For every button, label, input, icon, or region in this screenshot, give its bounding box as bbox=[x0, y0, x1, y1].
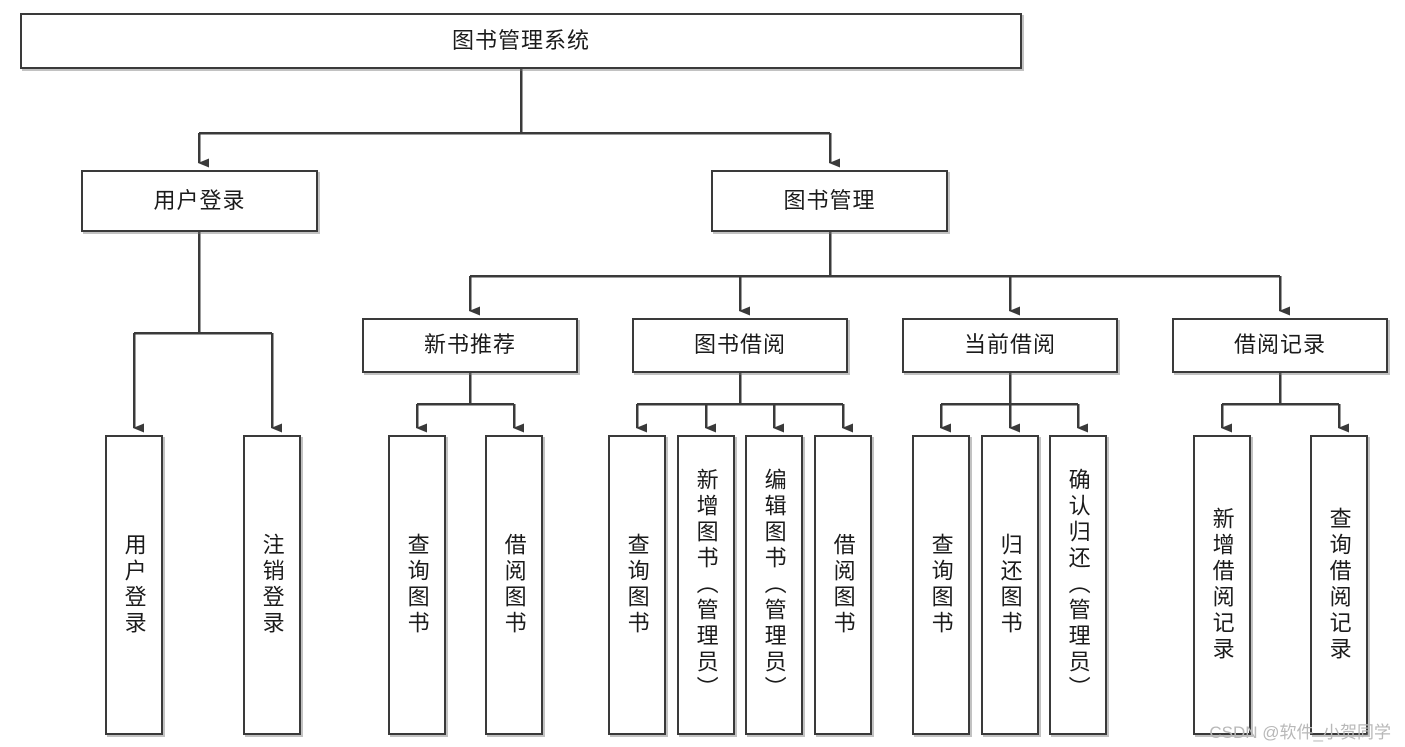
node-borrow-record[interactable]: 借阅记录 bbox=[1172, 318, 1388, 373]
leaf-query-book-2-label: 查询图书 bbox=[624, 533, 650, 637]
leaf-logout-label: 注销登录 bbox=[259, 533, 285, 637]
leaf-borrow-book-2-label: 借阅图书 bbox=[830, 533, 856, 637]
node-book-borrow-label: 图书借阅 bbox=[693, 332, 786, 358]
node-user-login[interactable]: 用户登录 bbox=[81, 170, 318, 232]
leaf-add-record-label: 新增借阅记录 bbox=[1209, 507, 1235, 663]
leaf-edit-book-label: 编辑图书（管理员） bbox=[761, 468, 787, 702]
node-root-label: 图书管理系统 bbox=[451, 27, 590, 53]
node-book-borrow[interactable]: 图书借阅 bbox=[632, 318, 848, 373]
leaf-return-book-label: 归还图书 bbox=[997, 533, 1023, 637]
leaf-borrow-book-2[interactable]: 借阅图书 bbox=[814, 435, 872, 735]
node-book-management[interactable]: 图书管理 bbox=[711, 170, 948, 232]
leaf-add-book-label: 新增图书（管理员） bbox=[693, 468, 719, 702]
node-root[interactable]: 图书管理系统 bbox=[20, 13, 1022, 69]
leaf-logout[interactable]: 注销登录 bbox=[243, 435, 301, 735]
leaf-query-book-1-label: 查询图书 bbox=[404, 533, 430, 637]
node-book-management-label: 图书管理 bbox=[783, 187, 876, 213]
leaf-edit-book[interactable]: 编辑图书（管理员） bbox=[745, 435, 803, 735]
leaf-query-book-3-label: 查询图书 bbox=[928, 533, 954, 637]
leaf-user-login[interactable]: 用户登录 bbox=[105, 435, 163, 735]
leaf-query-book-1[interactable]: 查询图书 bbox=[388, 435, 446, 735]
leaf-borrow-book-1[interactable]: 借阅图书 bbox=[485, 435, 543, 735]
node-new-book-recommend[interactable]: 新书推荐 bbox=[362, 318, 578, 373]
leaf-query-record-label: 查询借阅记录 bbox=[1326, 507, 1352, 663]
leaf-query-record[interactable]: 查询借阅记录 bbox=[1310, 435, 1368, 735]
leaf-add-record[interactable]: 新增借阅记录 bbox=[1193, 435, 1251, 735]
leaf-user-login-label: 用户登录 bbox=[121, 533, 147, 637]
leaf-return-book[interactable]: 归还图书 bbox=[981, 435, 1039, 735]
leaf-confirm-return-label: 确认归还（管理员） bbox=[1065, 468, 1091, 702]
leaf-add-book[interactable]: 新增图书（管理员） bbox=[677, 435, 735, 735]
node-user-login-label: 用户登录 bbox=[153, 187, 246, 213]
leaf-query-book-3[interactable]: 查询图书 bbox=[912, 435, 970, 735]
node-borrow-record-label: 借阅记录 bbox=[1233, 332, 1326, 358]
leaf-confirm-return[interactable]: 确认归还（管理员） bbox=[1049, 435, 1107, 735]
node-new-book-recommend-label: 新书推荐 bbox=[423, 332, 516, 358]
node-current-borrow[interactable]: 当前借阅 bbox=[902, 318, 1118, 373]
node-current-borrow-label: 当前借阅 bbox=[963, 332, 1056, 358]
leaf-query-book-2[interactable]: 查询图书 bbox=[608, 435, 666, 735]
leaf-borrow-book-1-label: 借阅图书 bbox=[501, 533, 527, 637]
